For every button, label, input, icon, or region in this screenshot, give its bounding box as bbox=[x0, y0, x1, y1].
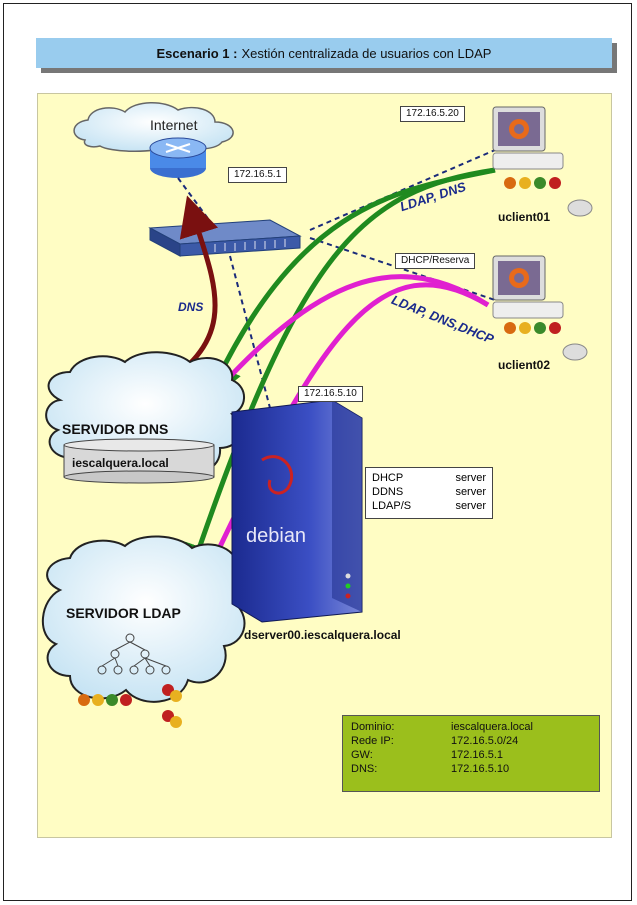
ldap-server-title: SERVIDOR LDAP bbox=[66, 605, 181, 621]
router-ip: 172.16.5.1 bbox=[228, 167, 288, 183]
server-ip: 172.16.5.10 bbox=[298, 386, 363, 402]
uclient02-ip: DHCP/Reserva bbox=[395, 253, 476, 269]
dns-server-title: SERVIDOR DNS bbox=[62, 421, 168, 437]
server-name: dserver00.iescalquera.local bbox=[244, 628, 401, 642]
scenario-title-prefix: Escenario 1 : bbox=[156, 45, 238, 61]
uclient01-ip: 172.16.5.20 bbox=[400, 106, 465, 122]
info-row: DNS:172.16.5.10 bbox=[351, 763, 510, 775]
dns-zone-label: iescalquera.local bbox=[72, 456, 169, 470]
info-row: Rede IP:172.16.5.0/24 bbox=[351, 735, 519, 747]
dns-server-cloud-icon bbox=[45, 351, 245, 484]
internet-label: Internet bbox=[150, 117, 198, 133]
client01-dns-arrow bbox=[204, 167, 496, 405]
info-row: GW:172.16.5.1 bbox=[351, 749, 503, 761]
debian-server-icon bbox=[231, 399, 363, 623]
network-info-box: Dominio:iescalquera.local Rede IP:172.16… bbox=[342, 715, 600, 792]
router-icon bbox=[149, 137, 207, 178]
ldap-server-cloud-icon bbox=[41, 535, 250, 728]
uclient01-icon bbox=[492, 106, 593, 217]
uclient02-name: uclient02 bbox=[498, 358, 551, 372]
uclient02-icon bbox=[492, 255, 588, 361]
router-flow-label: DNS bbox=[178, 300, 204, 314]
uclient01-name: uclient01 bbox=[498, 210, 551, 224]
info-row: Dominio:iescalquera.local bbox=[351, 721, 533, 733]
scenario-title: Escenario 1 : Xestión centralizada de us… bbox=[36, 38, 612, 68]
debian-brand-label: debian bbox=[246, 525, 306, 547]
switch-icon bbox=[148, 219, 302, 257]
scenario-title-text: Xestión centralizada de usuarios con LDA… bbox=[241, 45, 492, 61]
